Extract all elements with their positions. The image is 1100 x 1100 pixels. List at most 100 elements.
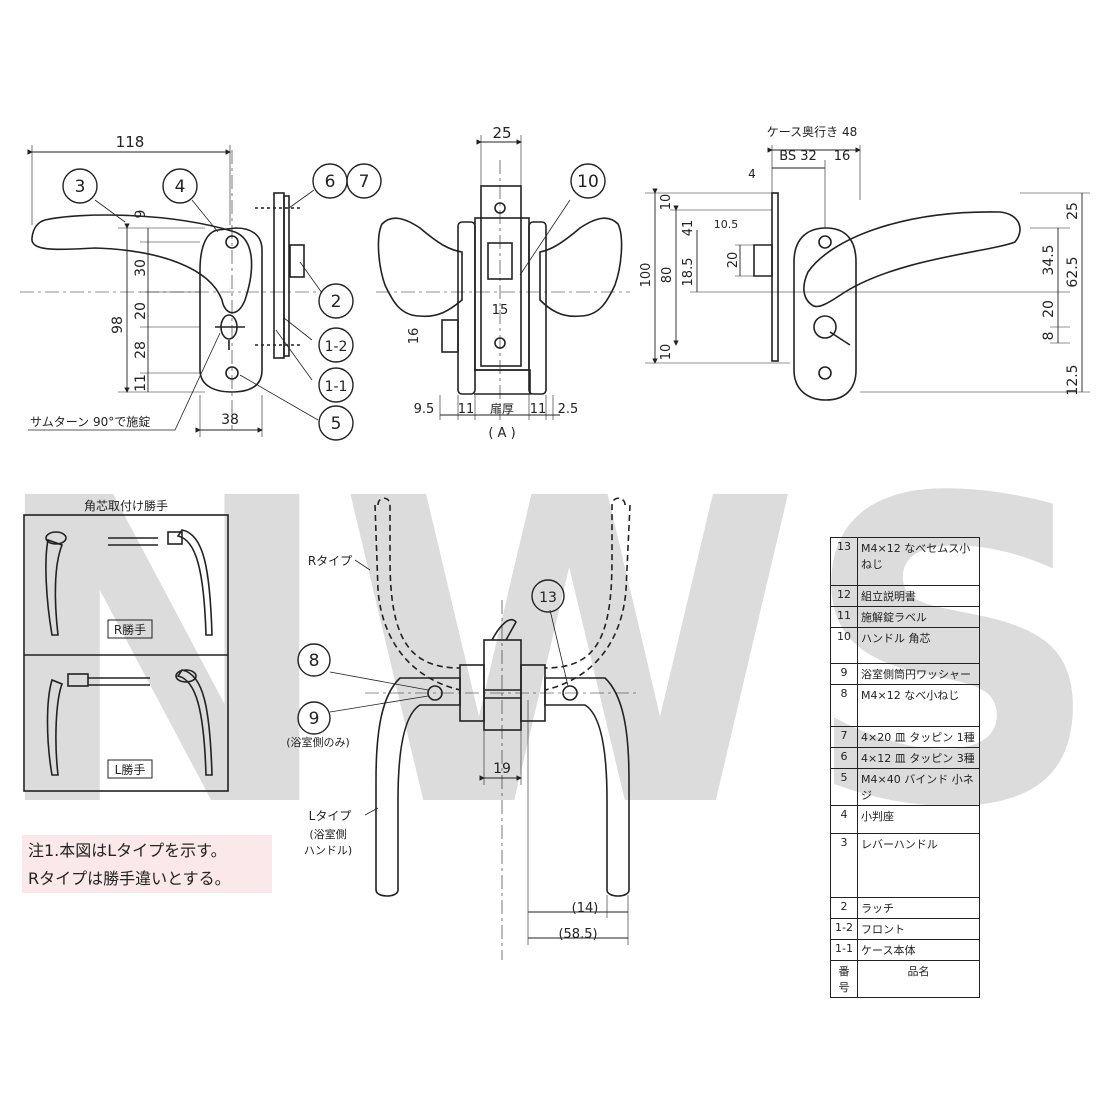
dim-20-side: 20: [726, 252, 741, 269]
part-name: レバーハンドル: [857, 833, 980, 898]
dim-9: 9: [133, 210, 149, 219]
part-number: 1-1: [830, 939, 858, 961]
part-name: M4×12 なべセムス小ねじ: [857, 537, 980, 586]
front-lever-handle: [31, 214, 253, 314]
dim-25-right: 25: [1065, 202, 1081, 220]
part-number: 7: [830, 726, 858, 748]
balloon-2: 2: [331, 292, 342, 312]
handing-inset: [23, 514, 229, 792]
part-name: ラッチ: [857, 897, 980, 919]
dim-41: 41: [681, 220, 696, 237]
part-number: 8: [830, 684, 858, 727]
dim-11-a: 11: [458, 402, 475, 417]
note-line-1: 注1.本図はLタイプを示す。: [28, 841, 227, 860]
parts-header-row: 番号品名: [830, 960, 980, 998]
dim-38: 38: [221, 412, 239, 428]
dim-case-depth: ケース奥行き 48: [767, 125, 858, 139]
dim-16: 16: [407, 328, 422, 345]
part-name: 施解錠ラベル: [857, 606, 980, 628]
balloon-6: 6: [325, 172, 336, 192]
dim-25-top: 25: [492, 124, 511, 142]
dim-18-5: 18.5: [681, 258, 696, 287]
r-type-label: Rタイプ: [308, 554, 352, 568]
balloon-13: 13: [539, 590, 557, 606]
balloon-1-1: 1-1: [325, 379, 348, 395]
dim-62-5: 62.5: [1065, 256, 1081, 287]
part-name: 4×20 皿 タッピン 1種: [857, 726, 980, 748]
part-number: 5: [830, 768, 858, 806]
part-number: 10: [830, 627, 858, 664]
l-type-note-1: (浴室側: [309, 827, 346, 841]
balloon-8: 8: [309, 651, 320, 671]
dim-30: 30: [133, 259, 149, 277]
dim-8: 8: [1041, 332, 1057, 341]
dim-14: (14): [572, 901, 599, 916]
section-view: [376, 135, 630, 420]
dim-19: 19: [493, 761, 511, 777]
part-name: 小判座: [857, 805, 980, 834]
dim-12-5: 12.5: [1065, 364, 1081, 395]
part-number: 3: [830, 833, 858, 898]
r-handing-label: R勝手: [114, 622, 146, 637]
l-type-label: Lタイプ: [309, 809, 352, 823]
note-line-2: Rタイプは勝手違いとする。: [28, 869, 231, 888]
part-name: ハンドル 角芯: [857, 627, 980, 664]
header-number: 番号: [830, 960, 858, 998]
front-rose-plate: [199, 227, 263, 393]
balloon-7: 7: [359, 172, 370, 192]
part-name: 浴室側筒円ワッシャー: [857, 663, 980, 685]
dim-80: 80: [660, 267, 675, 284]
part-number: 9: [830, 663, 858, 685]
dim-10-5: 10.5: [714, 218, 739, 231]
dim-2-5: 2.5: [558, 402, 579, 417]
dim-20-right: 20: [1041, 300, 1057, 318]
balloon-1-2: 1-2: [325, 339, 348, 355]
balloon-3: 3: [75, 177, 86, 197]
dim-10-a: 10: [659, 194, 674, 211]
top-view: [329, 497, 640, 960]
part-number: 12: [830, 585, 858, 607]
part-name: 4×12 皿 タッピン 3種: [857, 747, 980, 769]
dim-10-b: 10: [659, 344, 674, 361]
dim-door: 扉厚: [490, 402, 514, 416]
part-number: 6: [830, 747, 858, 769]
part-name: ケース本体: [857, 939, 980, 961]
dim-11: 11: [133, 374, 149, 392]
l-type-note-2: ハンドル): [304, 844, 352, 857]
section-label-a: ( A ): [488, 426, 515, 441]
part-name: M4×12 なべ小ねじ: [857, 684, 980, 727]
dim-15: 15: [492, 303, 509, 318]
dim-bs32: BS 32: [779, 149, 817, 164]
bath-only-note: (浴室側のみ): [286, 735, 350, 749]
header-name: 品名: [857, 960, 980, 998]
dim-98-text: 98: [110, 316, 126, 334]
dim-4: 4: [748, 167, 756, 181]
balloon-4: 4: [175, 177, 186, 197]
part-name: フロント: [857, 918, 980, 940]
balloon-5: 5: [331, 414, 342, 434]
dim-16-side: 16: [834, 149, 851, 164]
handing-title: 角芯取付け勝手: [84, 498, 168, 513]
dim-118: 118: [116, 133, 145, 151]
balloons: [62, 163, 606, 735]
thumbturn-note: サムターン 90°で施錠: [30, 414, 150, 429]
dim-11-b: 11: [530, 402, 547, 417]
side-view: [645, 145, 1090, 401]
part-name: 組立説明書: [857, 585, 980, 607]
front-view: [20, 145, 323, 437]
part-number: 2: [830, 897, 858, 919]
